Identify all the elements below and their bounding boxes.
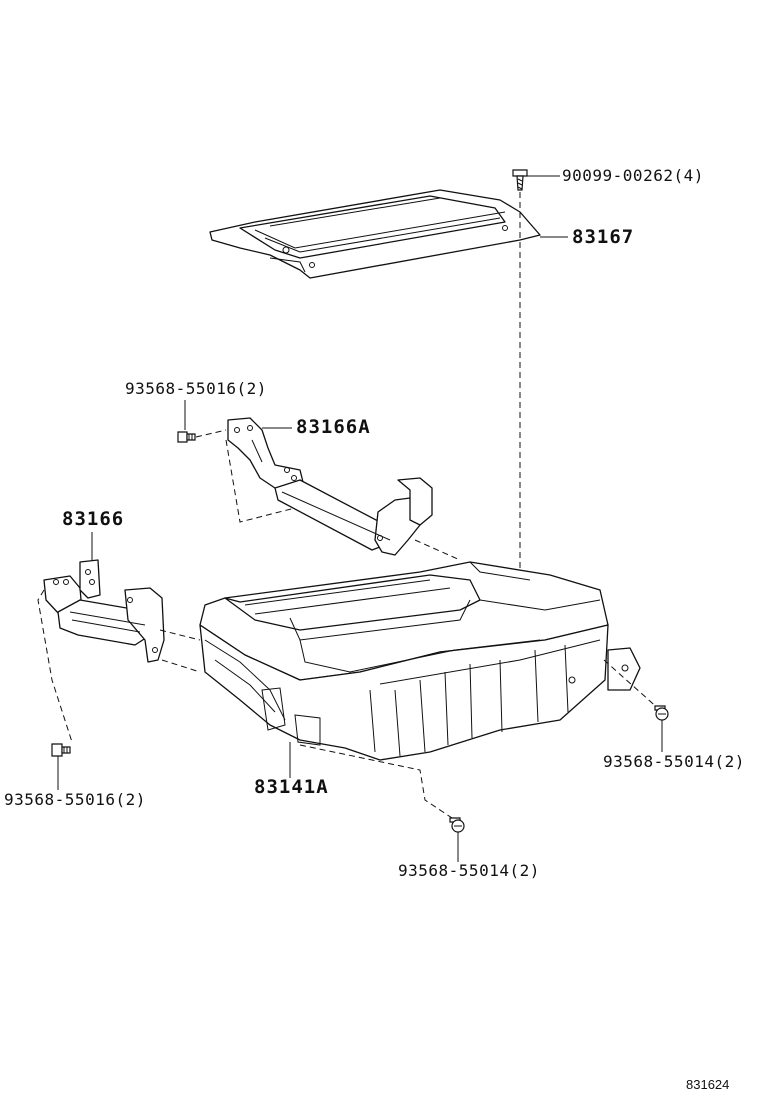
bolt-upper-left-icon: [177, 431, 196, 443]
figure-id: 831624: [686, 1077, 730, 1092]
bolt-lower-left-icon: [51, 743, 71, 757]
box-part: [199, 561, 641, 761]
label-bracket: 83166: [62, 508, 125, 530]
label-cover: 83167: [572, 226, 635, 248]
label-bolt-upper-left: 93568-55016(2): [125, 379, 267, 398]
screw-top-icon: [512, 169, 528, 191]
label-box: 83141A: [254, 776, 329, 798]
cover-part: [209, 189, 541, 279]
label-bolt-lower-left: 93568-55016(2): [4, 790, 146, 809]
label-bracket-a: 83166A: [296, 416, 371, 438]
bracket-part: [43, 559, 165, 663]
bolt-right-icon: [654, 705, 669, 721]
label-bolt-bottom: 93568-55014(2): [398, 861, 540, 880]
bracket-a-part: [227, 417, 433, 556]
label-bolt-right: 93568-55014(2): [603, 752, 745, 771]
bolt-bottom-icon: [449, 817, 465, 833]
label-screw-top: 90099-00262(4): [562, 166, 704, 185]
